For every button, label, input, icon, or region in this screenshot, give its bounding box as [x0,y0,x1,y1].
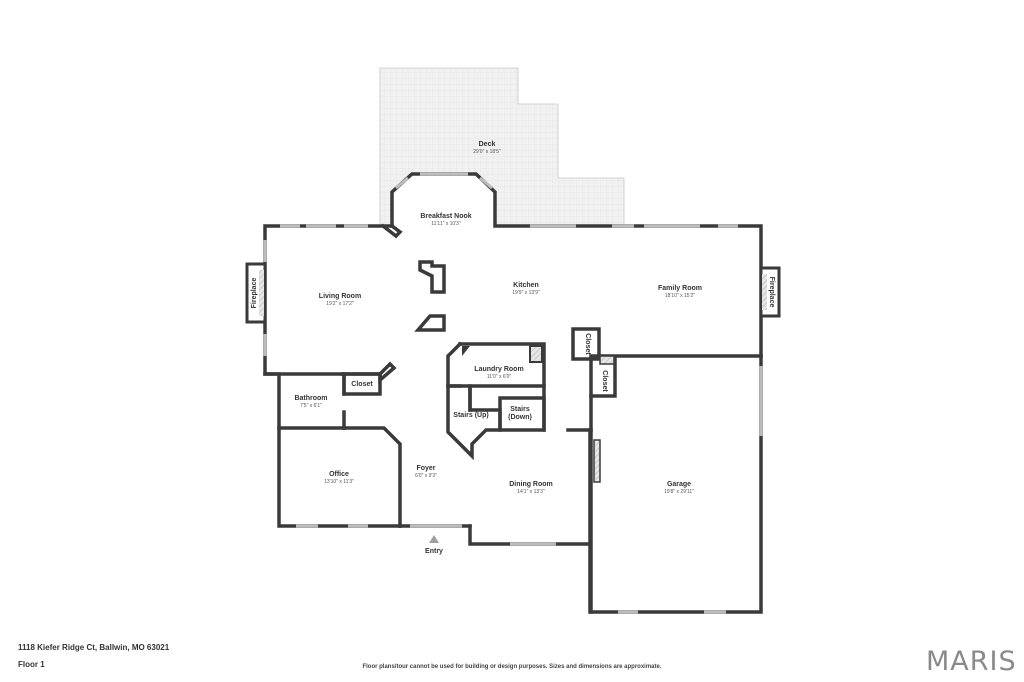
entry-arrow-icon [429,535,439,543]
foyer-dim: 6'0" x 9'3" [415,473,437,479]
svg-text:Fireplace: Fireplace [251,278,258,309]
dining-room-dim: 14'1" x 13'3" [517,489,545,495]
laundry-room-label: Laundry Room [474,366,523,373]
garage-dim: 19'8" x 29'11" [664,489,694,495]
svg-text:Fireplace: Fireplace [768,277,775,308]
foyer-label: Foyer [416,465,435,472]
deck-label: Deck [479,141,496,148]
breakfast-nook-label: Breakfast Nook [420,213,471,220]
closet-label-2: Closet [584,333,591,355]
stairs-down-label-1: Stairs [510,406,530,413]
living-room-dim: 19'2" x 17'2" [326,301,354,307]
floor-label: Floor 1 [18,660,45,669]
laundry-room-dim: 11'0" x 6'0" [487,374,511,380]
property-address: 1118 Kiefer Ridge Ct, Ballwin, MO 63021 [18,643,170,652]
bathroom-label: Bathroom [294,395,327,402]
office-dim: 13'10" x 11'3" [324,479,354,485]
dining-room-label: Dining Room [509,481,553,488]
breakfast-nook-dim: 11'11" x 10'3" [431,221,461,227]
interior-walls [263,223,763,614]
entry-marker: Entry [410,524,462,555]
garage-label: Garage [667,481,691,488]
fireplace-left: Fireplace [245,262,267,324]
living-room-label: Living Room [319,293,361,300]
kitchen-dim: 19'9" x 13'9" [512,290,540,296]
entry-label: Entry [425,548,443,555]
family-room-label: Family Room [658,285,702,292]
garage-wall-vent [593,439,601,483]
kitchen-label: Kitchen [513,282,539,289]
fireplace-right: Fireplace [759,266,781,318]
office-label: Office [329,471,349,478]
stairs-down-label-2: (Down) [508,414,532,421]
windows [263,172,763,614]
room-labels: Deck 29'0" x 18'5" Breakfast Nook 11'11"… [294,141,702,495]
deck-dim: 29'0" x 18'5" [473,149,501,155]
disclaimer-text: Floor plans/tour cannot be used for buil… [362,664,662,670]
bathroom-dim: 7'5" x 6'1" [300,403,322,409]
closet-label-1: Closet [351,381,373,388]
maris-logo: MARIS [926,646,1017,677]
stairs-up-label: Stairs (Up) [453,412,488,419]
family-room-dim: 18'10" x 15'2" [665,293,695,299]
closet-label-3: Closet [601,370,608,392]
exterior-walls [263,172,763,614]
floor-plan: Fireplace Fireplace Entry Deck 29'0" x 1… [245,67,781,614]
